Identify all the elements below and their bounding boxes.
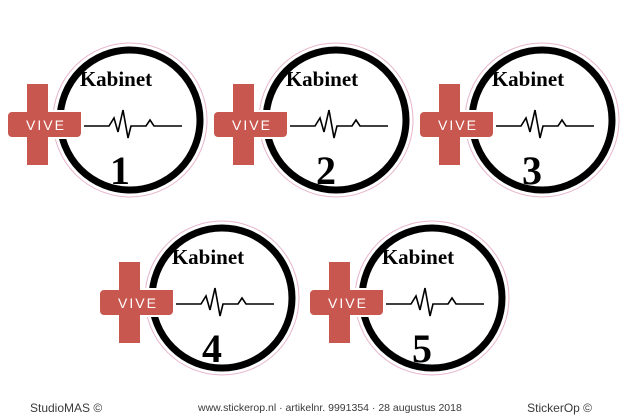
heartbeat-icon: [290, 109, 388, 139]
sticker-4: VIVE Kabinet 4: [96, 218, 306, 378]
medical-cross-icon: [308, 260, 385, 345]
sticker-number: 4: [202, 326, 222, 371]
sticker-3: VIVE Kabinet 3: [416, 40, 620, 200]
sticker-graphic: VIVE Kabinet 5: [308, 220, 510, 376]
sticker-number: 5: [412, 326, 432, 371]
sticker-1: VIVE Kabinet 1: [4, 40, 214, 200]
footer: StudioMAS © www.stickerop.nl · artikelnr…: [0, 398, 620, 420]
sticker-number: 3: [522, 148, 542, 193]
cross-text: VIVE: [328, 295, 368, 311]
sticker-title: Kabinet: [172, 245, 244, 269]
sticker-graphic: VIVE Kabinet 2: [212, 42, 414, 198]
footer-info: www.stickerop.nl · artikelnr. 9991354 · …: [198, 402, 462, 414]
heartbeat-icon: [84, 109, 182, 139]
sticker-number: 2: [316, 148, 336, 193]
sticker-title: Kabinet: [286, 67, 358, 91]
footer-brand-right: StickerOp ©: [527, 401, 592, 415]
sticker-graphic: VIVE Kabinet 1: [6, 42, 208, 198]
heartbeat-icon: [496, 109, 594, 139]
medical-cross-icon: [212, 82, 289, 167]
heartbeat-icon: [176, 287, 274, 317]
sticker-title: Kabinet: [492, 67, 564, 91]
sticker-5: VIVE Kabinet 5: [306, 218, 516, 378]
sticker-title: Kabinet: [382, 245, 454, 269]
medical-cross-icon: [6, 82, 83, 167]
sticker-number: 1: [110, 148, 130, 193]
sticker-graphic: VIVE Kabinet 3: [418, 42, 620, 198]
cross-text: VIVE: [232, 117, 272, 133]
cross-text: VIVE: [438, 117, 478, 133]
sticker-2: VIVE Kabinet 2: [210, 40, 420, 200]
sticker-graphic: VIVE Kabinet 4: [98, 220, 300, 376]
cross-text: VIVE: [118, 295, 158, 311]
medical-cross-icon: [418, 82, 495, 167]
medical-cross-icon: [98, 260, 175, 345]
footer-brand-left: StudioMAS ©: [30, 401, 103, 415]
heartbeat-icon: [386, 287, 484, 317]
cross-text: VIVE: [26, 117, 66, 133]
sticker-title: Kabinet: [80, 67, 152, 91]
